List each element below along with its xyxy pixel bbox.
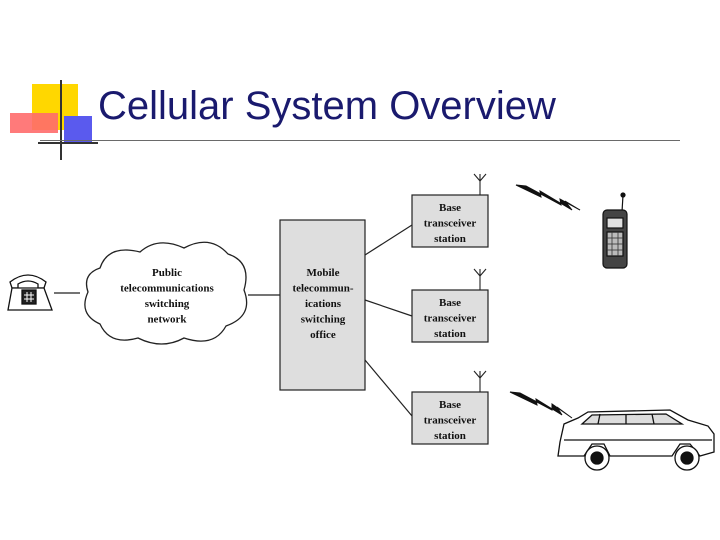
- antenna-icon: [473, 268, 487, 290]
- network-label: telecommunications: [120, 283, 214, 295]
- office-label: Mobile: [307, 267, 340, 279]
- title-rule: [40, 140, 680, 141]
- office-label: switching: [301, 314, 346, 326]
- station-label: transceiver: [424, 313, 477, 325]
- station-label: transceiver: [424, 415, 477, 427]
- station-label: Base: [439, 297, 461, 309]
- antenna-icon: [473, 370, 487, 392]
- logo-red-bar: [10, 113, 58, 133]
- car-icon: [557, 409, 715, 471]
- base-station-1: [411, 194, 489, 248]
- logo-horizontal-line: [38, 142, 98, 144]
- base-station-3: [411, 391, 489, 445]
- pstn-cloud: [84, 241, 248, 345]
- link-office-station-2: [364, 299, 413, 317]
- station-label: transceiver: [424, 218, 477, 230]
- slide-title: Cellular System Overview: [98, 84, 556, 128]
- station-label: Base: [439, 399, 461, 411]
- office-label: office: [310, 329, 336, 341]
- station-label: station: [434, 328, 466, 340]
- office-label: telecommun-: [292, 283, 353, 295]
- network-label: network: [147, 314, 187, 326]
- logo-blue-square: [64, 116, 92, 144]
- network-label: Public: [152, 267, 182, 279]
- link-office-station-3: [364, 359, 413, 417]
- base-station-2: [411, 289, 489, 343]
- radio-link-icon: [515, 184, 581, 211]
- cell-phone-icon: [602, 192, 628, 269]
- telephone-icon: [7, 274, 53, 311]
- antenna-icon: [473, 173, 487, 195]
- radio-link-icon: [509, 391, 573, 419]
- station-label: station: [434, 430, 466, 442]
- network-label: switching: [145, 298, 190, 310]
- logo-vertical-line: [60, 80, 62, 160]
- switching-office-box: [279, 219, 366, 391]
- station-label: station: [434, 233, 466, 245]
- link-office-station-1: [364, 224, 413, 256]
- station-label: Base: [439, 202, 461, 214]
- office-label: ications: [305, 298, 342, 310]
